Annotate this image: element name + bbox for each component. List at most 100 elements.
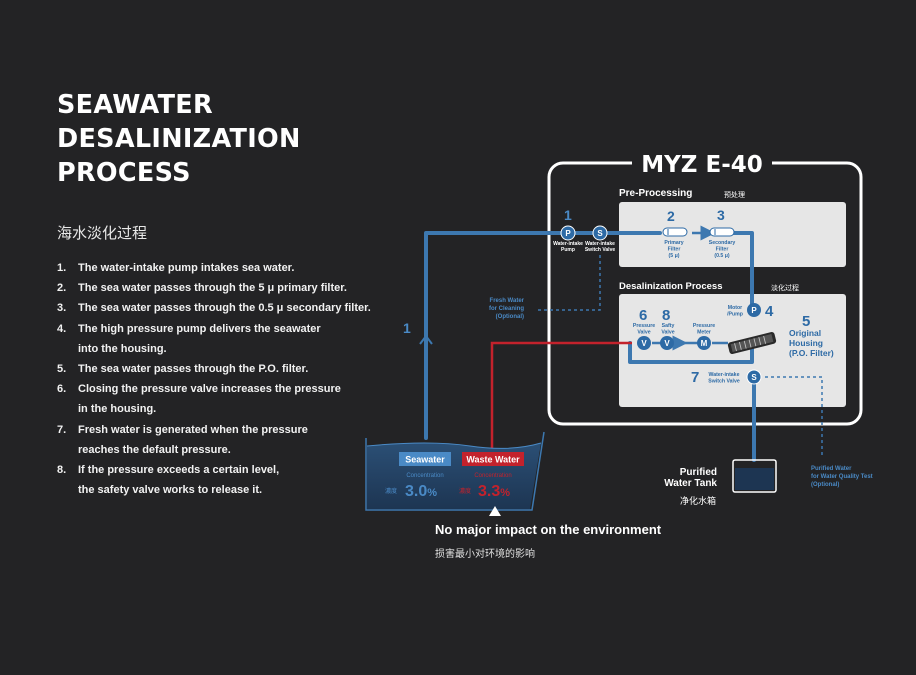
footer-text-cn: 损害最小对环境的影响 xyxy=(435,549,535,560)
motor-label: Motor/Pump xyxy=(727,305,743,318)
switch-valve-node: S xyxy=(592,225,608,241)
primary-filter-label-line: Primary xyxy=(664,240,683,246)
pump-label-line: Pump xyxy=(561,247,575,253)
fresh-water-cleaning-line: for Cleaning xyxy=(489,306,524,312)
sea-wave xyxy=(366,442,542,449)
step-text: The sea water passes through the P.O. fi… xyxy=(78,363,309,376)
step-number: 3. xyxy=(57,302,67,315)
seawater-badge-label: Seawater xyxy=(405,455,445,465)
wastewater-conc-label: Concentration xyxy=(474,473,511,479)
step-num-6: 6 xyxy=(639,307,647,324)
process-steps-list: 1. The water-intake pump intakes sea wate… xyxy=(57,258,371,500)
step-num-7: 7 xyxy=(691,369,699,386)
step-number: 1. xyxy=(57,262,67,274)
wastewater-conc-number: 3.3 xyxy=(478,483,500,500)
intake-pipes xyxy=(424,231,756,462)
purified-tank-line: Water Tank xyxy=(664,478,717,489)
fresh-water-cleaning-line: (Optional) xyxy=(496,314,524,320)
preprocessing-title-cn: 预处理 xyxy=(724,190,745,199)
switch-valve7-label-line: Water-intake xyxy=(709,372,740,378)
step-number: 7. xyxy=(57,423,67,436)
switch-valve-label-line: Water-intake xyxy=(585,241,615,247)
motor-label-line: Motor xyxy=(728,305,742,311)
housing-filter-icon xyxy=(727,332,777,354)
pressure-valve-node-label: V xyxy=(641,339,647,348)
pressure-valve-label-line: Pressure xyxy=(633,323,655,329)
pressure-meter-node: M xyxy=(697,336,711,350)
step-text: in the housing. xyxy=(78,403,157,416)
quality-test-line: Purified Water xyxy=(811,466,852,472)
step-text: into the housing. xyxy=(78,342,167,355)
safety-valve-label-line: Valve xyxy=(661,330,674,336)
model-label: MYZ E-40 xyxy=(641,152,763,178)
primary-filter-label-line: Filter xyxy=(668,247,681,253)
step-item: 7.Fresh water is generated when the pres… xyxy=(57,420,371,460)
pressure-valve-label-line: Valve xyxy=(637,330,650,336)
housing-label-line: Original xyxy=(789,328,821,338)
safety-valve-node: V xyxy=(660,336,674,350)
step-text: the safety valve works to release it. xyxy=(78,484,263,497)
step-number: 2. xyxy=(57,282,67,295)
preprocessing-title: Pre-Processing xyxy=(619,188,692,199)
pressure-meter-label-line: Meter xyxy=(697,330,711,336)
pressure-valve-node: V xyxy=(637,336,651,350)
secondary-filter-label-line: Secondary xyxy=(709,240,736,246)
safety-valve-node-label: V xyxy=(664,339,670,348)
quality-dashed-line xyxy=(765,376,823,458)
seawater-conc-label: Concentration xyxy=(406,473,443,479)
waste-pipe xyxy=(490,341,632,448)
fresh-water-cleaning-label: Fresh Water for Cleaning (Optional) xyxy=(489,298,525,320)
step-text: The high pressure pump delivers the seaw… xyxy=(78,322,321,335)
pointer-triangle-icon xyxy=(489,506,501,516)
seawater-conc-number: 3.0 xyxy=(405,483,427,500)
step-item: 2. The sea water passes through the 5 μ p… xyxy=(57,278,371,298)
model-label-bg xyxy=(632,148,772,178)
housing-label-line: Housing xyxy=(789,338,823,348)
fresh-water-cleaning-line: Fresh Water xyxy=(490,298,525,304)
intake-arrow xyxy=(419,334,433,345)
step-item: 6.Closing the pressure valve increases t… xyxy=(57,379,371,419)
step-num-1: 1 xyxy=(403,320,411,336)
seawater-conc-unit: % xyxy=(427,487,437,499)
pump-node-label: P xyxy=(565,229,571,238)
wastewater-conc-unit: % xyxy=(500,487,510,499)
step-item: 3.The sea water passes through the 0.5 μ… xyxy=(57,298,371,318)
motor-label-line: /Pump xyxy=(727,312,743,318)
desalinization-title: Desalinization Process xyxy=(619,281,722,292)
footer-text: No major impact on the environment xyxy=(435,522,662,537)
pump-label-line: Water-intake xyxy=(553,241,583,247)
purified-water-tank xyxy=(732,459,777,493)
title-line: SEAWATER xyxy=(57,90,213,120)
step-text: The water-intake pump intakes sea water. xyxy=(78,262,295,274)
step-item: 8.If the pressure exceeds a certain leve… xyxy=(57,460,371,500)
purified-water-level xyxy=(735,468,774,490)
switch-valve7-node: S xyxy=(746,369,762,385)
switch-valve-label-line: Switch Valve xyxy=(585,247,616,253)
step-text: Closing the pressure valve increases the… xyxy=(78,383,341,396)
step-num-3: 3 xyxy=(717,207,725,223)
secondary-filter-label-line: (0.5 μ) xyxy=(714,253,730,259)
purified-tank-line: Purified xyxy=(680,467,717,478)
seawater-conc-value: 3.0% xyxy=(405,483,437,500)
wastewater-conc-value: 3.3% xyxy=(478,483,510,500)
wastewater-badge xyxy=(462,452,524,466)
step-text: The sea water passes through the 5 μ pri… xyxy=(78,282,347,295)
wastewater-conc-cn: 濃度 xyxy=(459,487,471,495)
wastewater-badge-label: Waste Water xyxy=(466,455,520,465)
desalinization-title-cn: 淡化过程 xyxy=(771,283,799,292)
step-item: 4.The high pressure pump delivers the se… xyxy=(57,319,371,359)
step-num-5: 5 xyxy=(802,313,810,330)
step-number: 5. xyxy=(57,363,67,376)
primary-filter-label-line: (5 μ) xyxy=(669,253,680,259)
housing-label-line: (P.O. Filter) xyxy=(789,348,834,358)
step-text: If the pressure exceeds a certain level, xyxy=(78,464,280,477)
